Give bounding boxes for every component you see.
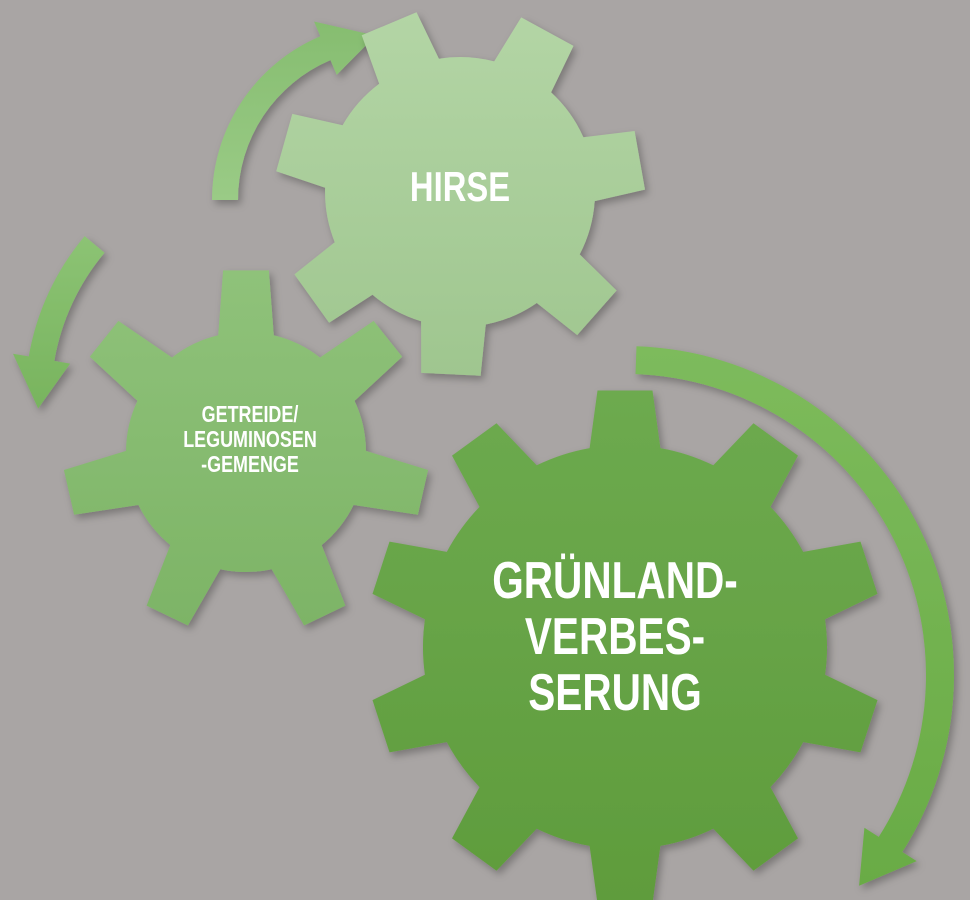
gear-label-line: SERUNG (528, 664, 702, 722)
gear-label-hirse: HIRSE (382, 162, 538, 212)
gear-label-line: GETREIDE/ (201, 401, 299, 427)
gear-label-line: GRÜNLAND- (492, 552, 738, 610)
cycle-arrow-right (635, 346, 955, 886)
gear-label-line: VERBES- (524, 608, 706, 666)
gear-gruenlandverbesserung (372, 390, 878, 900)
cycle-arrow-left (12, 236, 105, 409)
gear-label-getreide: GETREIDE/ LEGUMINOSEN -GEMENGE (149, 402, 352, 477)
gear-label-gruenland: GRÜNLAND- VERBES- SERUNG (486, 553, 743, 721)
gear-getreide-leguminosen-gemenge (63, 270, 429, 626)
gear-label-line: -GEMENGE (201, 451, 299, 477)
gear-hirse (276, 12, 645, 376)
gear-label-line: LEGUMINOSEN (183, 426, 317, 452)
cycle-arrow-top (212, 21, 376, 200)
gear-label-line: HIRSE (409, 163, 511, 210)
